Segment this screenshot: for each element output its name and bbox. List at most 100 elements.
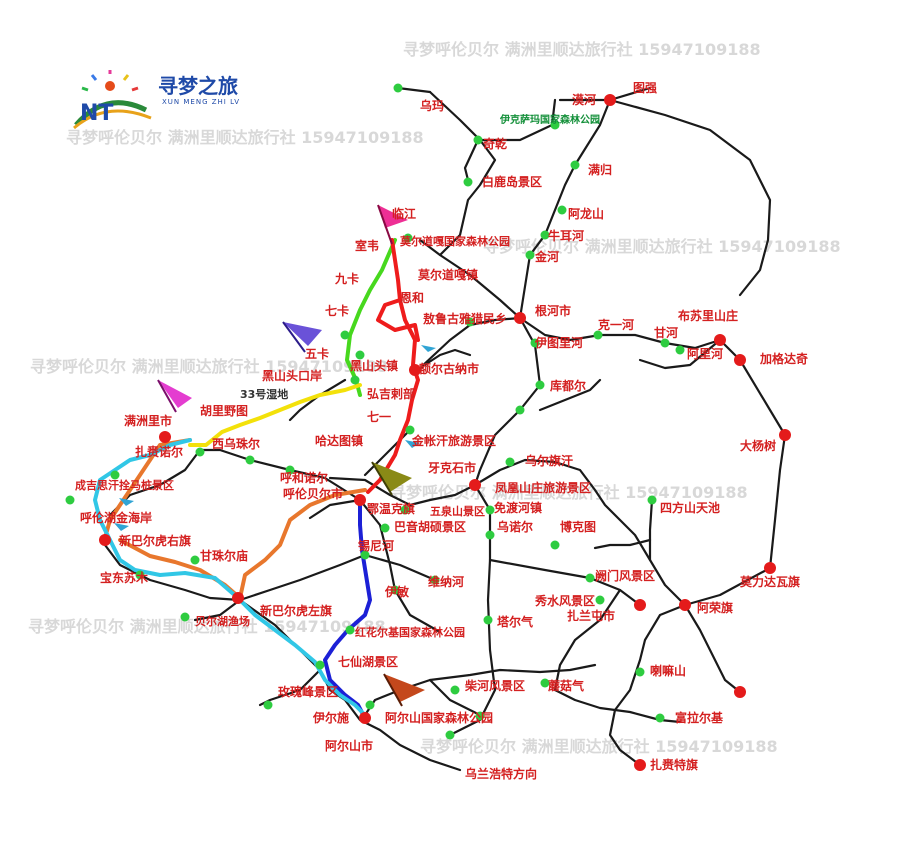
label-bailudao: 白鹿岛景区 (482, 174, 542, 189)
minor-nodes (65, 83, 685, 740)
route-cyan (108, 538, 370, 720)
label-aershan: 阿尔山市 (325, 738, 373, 753)
label-wulanhaote: 乌兰浩特方向 (465, 766, 537, 781)
label-jinhe: 金河 (534, 249, 559, 264)
watermark-top: 寻梦呼伦贝尔 满洲里顺达旅行社 15947109188 (403, 40, 761, 59)
node-mohe (604, 94, 616, 106)
label-jiuka: 九卡 (334, 271, 359, 286)
label-kubuer: 库都尔 (550, 378, 586, 393)
node-fularji (734, 686, 746, 698)
label-weinahe: 维纳河 (428, 574, 464, 589)
label-mohe: 漠河 (572, 92, 596, 107)
label-sifangshan: 四方山天池 (660, 500, 720, 515)
major-nodes (99, 94, 791, 771)
logo-subtitle: XUN MENG ZHI LV (162, 98, 240, 106)
label-qiyi: 七一 (367, 410, 391, 424)
label-guanmen: 阙门风景区 (595, 568, 655, 583)
label-wuma: 乌玛 (420, 98, 444, 113)
label-xiwuzhuer: 西乌珠尔 (212, 436, 260, 451)
label-qixianhu: 七仙湖景区 (338, 654, 398, 669)
watermark-logo: 寻梦呼伦贝尔 满洲里顺达旅行社 15947109188 (66, 128, 424, 147)
node-zhalantun (634, 599, 646, 611)
logo-emblem: NT (73, 70, 152, 130)
label-heishantou-port: 黑山头口岸 (262, 368, 322, 383)
label-hailar: 呼伦贝尔市 (283, 486, 343, 501)
label-alihe: 阿里河 (687, 346, 723, 361)
label-yiershi: 伊尔施 (312, 710, 349, 725)
label-huliyetu: 胡里野图 (200, 403, 248, 418)
label-arongqi: 阿荣旗 (697, 600, 733, 615)
node-dayangshu (779, 429, 791, 441)
label-erguna: 额尔古纳市 (419, 361, 479, 376)
label-xiushui: 秀水风景区 (534, 593, 595, 608)
label-wuerqihan: 乌尔旗汗 (525, 453, 573, 468)
label-boketu: 博克图 (560, 519, 596, 534)
label-shiwei: 室韦 (355, 238, 379, 253)
flag-purple-wuka (283, 322, 322, 346)
node-jiagedaqi (734, 354, 746, 366)
node-manzhouli (159, 431, 171, 443)
route-red-loop (376, 298, 420, 342)
label-aershan-forest: 阿尔山国家森林公园 (385, 710, 493, 725)
flags (114, 204, 436, 707)
label-qika: 七卡 (325, 303, 349, 318)
label-zalainuoer: 扎赉诺尔 (135, 444, 183, 459)
label-chengjisihan: 成吉思汗拴马桩景区 (75, 478, 174, 492)
label-jinzhanghan: 金帐汗旅游景区 (411, 433, 496, 448)
node-genhe (514, 312, 526, 324)
label-qiqian: 奇乾 (483, 136, 507, 151)
label-mordaoga-forest: 莫尔道嘎国家森林公园 (399, 234, 510, 248)
label-wetland33: 33号湿地 (240, 387, 288, 401)
label-xinbaerhu-right: 新巴尔虎右旗 (119, 533, 191, 548)
label-moguqi: 蘑菇气 (548, 678, 584, 693)
label-yikesama: 伊克萨玛国家森林公园 (499, 113, 600, 126)
node-arongqi (679, 599, 691, 611)
label-ewenki: 鄂温克旗 (367, 501, 415, 516)
watermark-upper-right: 寻梦呼伦贝尔 满洲里顺达旅行社 15947109188 (483, 237, 841, 256)
label-tuqiang: 图强 (633, 81, 657, 95)
node-xinbaerhu-left (232, 592, 244, 604)
flag-pink-linjiang (378, 205, 408, 228)
label-buleshan: 布苏里山庄 (678, 308, 738, 323)
label-fularji: 富拉尔基 (675, 710, 724, 725)
label-lamashan: 喇嘛山 (650, 663, 686, 678)
label-alongshan: 阿龙山 (568, 206, 604, 221)
route-cyan-2 (93, 438, 192, 542)
label-mangui: 满归 (588, 162, 612, 177)
label-wuka: 五卡 (305, 346, 329, 361)
label-wunuoer: 乌诺尔 (497, 519, 533, 534)
label-yitulihe: 伊图里河 (534, 335, 583, 350)
flag-cyan-4 (114, 523, 129, 531)
node-xinbaerhu-right (99, 534, 111, 546)
label-meiguifeng: 玫瑰峰景区 (278, 684, 338, 699)
node-morindawa (764, 562, 776, 574)
label-baodongsumu: 宝东苏木 (100, 570, 149, 585)
node-zhalaiteqi (634, 759, 646, 771)
label-mianduhe: 免渡河镇 (494, 500, 542, 515)
label-manzhouli: 满洲里市 (124, 413, 172, 428)
node-yakeshi (469, 479, 481, 491)
label-mordaoga-town: 莫尔道嘎镇 (418, 267, 478, 282)
label-yakeshi: 牙克石市 (428, 460, 476, 475)
flag-cyan-2 (405, 440, 420, 448)
label-enhe: 恩和 (400, 290, 424, 305)
node-aershan (359, 712, 371, 724)
route-yellow (188, 383, 362, 447)
label-yimin: 伊敏 (384, 584, 410, 599)
label-genhe: 根河市 (535, 303, 571, 318)
node-erguna (409, 364, 421, 376)
label-taerqi: 塔尔气 (497, 614, 533, 629)
logo-mark: NT (80, 101, 113, 126)
label-morindawa: 莫力达瓦旗 (740, 574, 800, 589)
label-jiagedaqi: 加格达奇 (759, 351, 808, 366)
label-keyi: 克一河 (598, 317, 634, 332)
route-orange (118, 488, 367, 600)
route-orange-2 (103, 438, 192, 540)
flag-cyan-3 (119, 498, 134, 506)
flag-brown-aershan (384, 674, 425, 702)
label-heishantou: 黑山头镇 (350, 358, 398, 373)
label-dayangshu: 大杨树 (740, 438, 776, 453)
label-lagejibulake: 弘吉剌部 (367, 386, 415, 401)
node-hailar (354, 494, 366, 506)
